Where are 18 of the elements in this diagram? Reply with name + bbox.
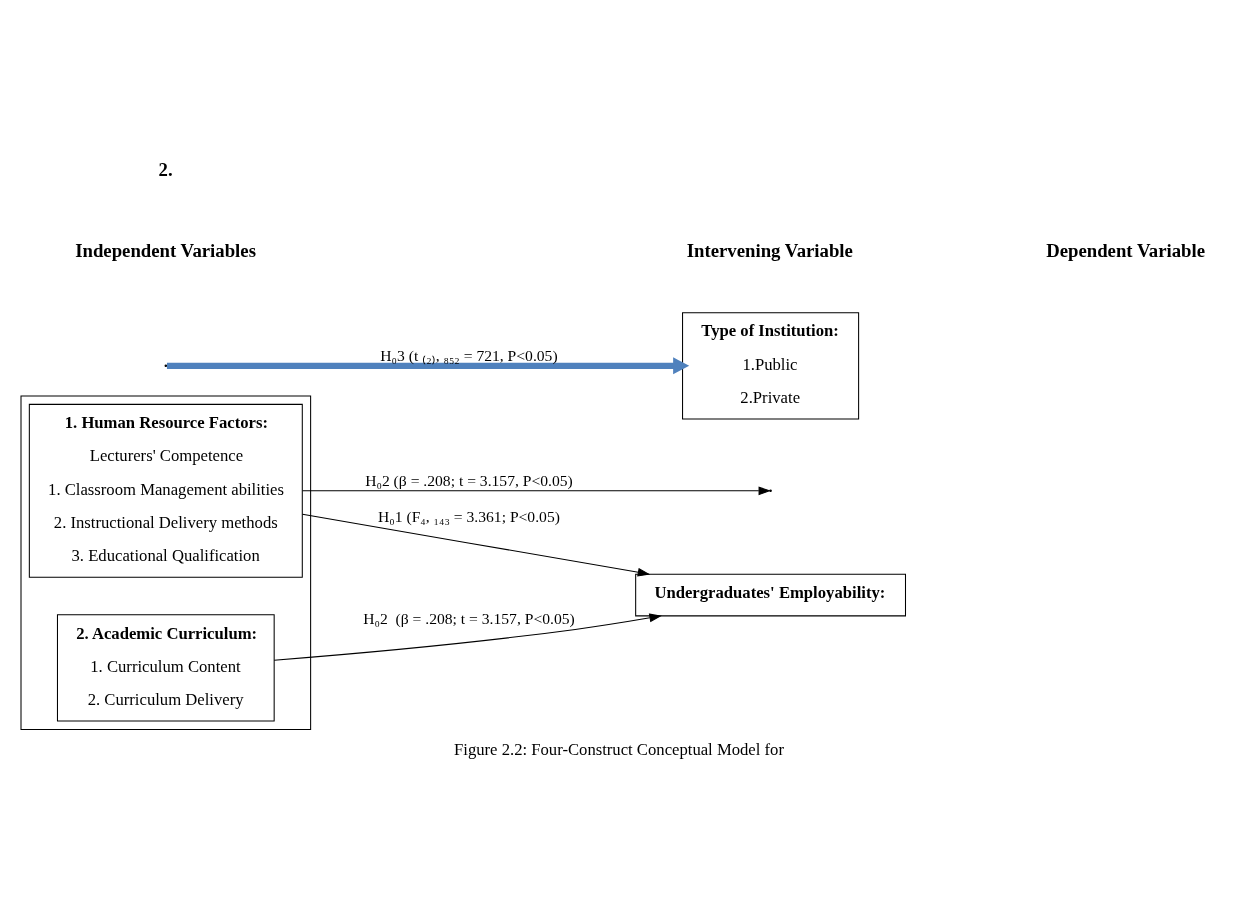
label: Dependent Variable: [1046, 239, 1206, 261]
label: Intervening Variable: [686, 239, 853, 261]
node-box: Type of Institution: 1.Public 2.Private: [682, 311, 860, 419]
node-box: Undergraduates' Employability:: [635, 573, 906, 616]
arrow: [166, 356, 690, 374]
edge-label: H₀2 (β = .208; t = 3.157, P<0.05): [363, 609, 575, 627]
arrow: [273, 613, 662, 661]
label: Independent Variables: [75, 239, 256, 261]
edge-label: H₀1 (F₄, ₁₄₃ = 3.361; P<0.05): [378, 507, 560, 525]
caption: Figure 2.2: Four-Construct Conceptual Model for: [454, 739, 784, 759]
arrow: [301, 513, 651, 577]
cluster: [20, 395, 312, 730]
arrow: [301, 485, 772, 495]
label: 2.: [158, 158, 173, 180]
node-box: 1. Human Resource Factors: Lecturers' Competence 1. Classroom Management abilities 2. Instructional Delivery methods 3. Educational Qualification: [28, 403, 303, 578]
edge-label: H₀3 (t ₍₂₎, ₈₅₂ = 721, P<0.05): [380, 346, 558, 364]
edge-label: H₀2 (β = .208; t = 3.157, P<0.05): [365, 471, 573, 489]
node-box: 2. Academic Curriculum: 1. Curriculum Content 2. Curriculum Delivery: [56, 613, 275, 722]
